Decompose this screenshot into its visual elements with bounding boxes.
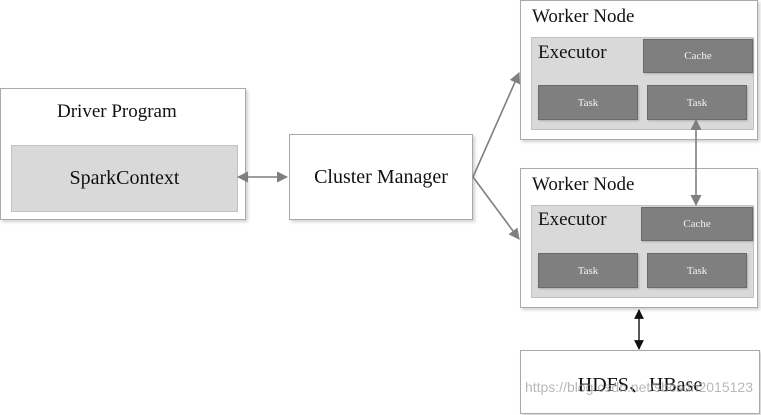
executor-1-label: Executor — [538, 42, 607, 63]
executor-2-label: Executor — [538, 209, 607, 230]
worker-node-1-title: Worker Node — [532, 6, 635, 27]
spark-context-label: SparkContext — [69, 167, 180, 189]
cluster-worker2-arrow — [472, 176, 520, 240]
task-2b: Task — [647, 253, 747, 288]
cache-2: Cache — [641, 207, 753, 241]
driver-program-title: Driver Program — [57, 101, 177, 122]
storage-label: HDFS、HBase — [577, 373, 703, 396]
driver-program-box: Driver Program SparkContext — [0, 88, 246, 220]
cluster-manager-label: Cluster Manager — [314, 165, 448, 188]
spark-context-box: SparkContext — [11, 145, 238, 212]
cluster-manager-box: Cluster Manager — [289, 134, 473, 220]
storage-box: HDFS、HBase — [520, 350, 760, 414]
cache-1: Cache — [643, 39, 753, 73]
watermark-text: https://blog.csdn.net/sbcsdn2015123 — [524, 379, 753, 395]
worker-node-1: Worker Node Executor Cache Task Task — [520, 0, 758, 140]
cluster-worker1-arrow — [472, 71, 521, 178]
task-2a: Task — [538, 253, 638, 288]
task-1a: Task — [538, 85, 638, 120]
worker-node-2-title: Worker Node — [532, 174, 635, 195]
worker-node-2: Worker Node Executor Cache Task Task — [520, 168, 758, 308]
